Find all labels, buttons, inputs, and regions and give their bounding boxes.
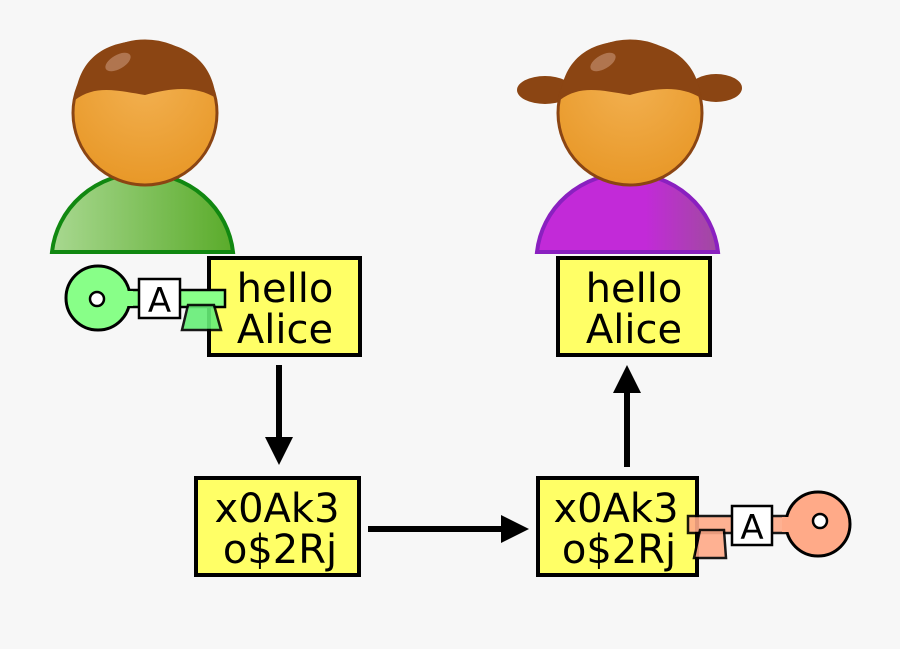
plaintext-box-sender: hello Alice: [207, 256, 362, 357]
arrow-down: [265, 365, 293, 465]
decrypt-key-icon: A: [686, 490, 852, 560]
ciphertext-line1: x0Ak3: [553, 486, 678, 532]
receiver-person-icon: [517, 39, 742, 254]
arrow-up: [613, 365, 641, 467]
plaintext-line1: hello: [586, 266, 683, 312]
plaintext-box-receiver: hello Alice: [556, 256, 712, 357]
plaintext-line2: Alice: [586, 307, 682, 353]
sender-person-icon: [49, 39, 236, 254]
ciphertext-box-received: x0Ak3 o$2Rj: [536, 476, 699, 577]
ciphertext-line1: x0Ak3: [214, 486, 339, 532]
plaintext-line1: hello: [237, 266, 334, 312]
key-label: A: [148, 281, 171, 321]
ciphertext-line2: o$2Rj: [562, 527, 676, 573]
encrypt-key-icon: A: [64, 264, 227, 332]
ciphertext-box-sent: x0Ak3 o$2Rj: [194, 476, 361, 577]
plaintext-line2: Alice: [237, 307, 333, 353]
key-label: A: [740, 508, 763, 548]
ciphertext-line2: o$2Rj: [223, 527, 337, 573]
arrow-right: [368, 515, 529, 543]
